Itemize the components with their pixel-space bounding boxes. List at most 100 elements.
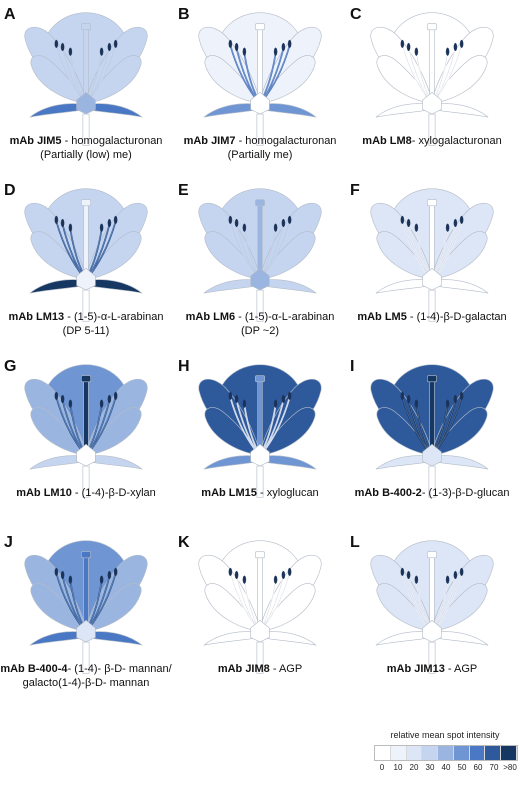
antibody-name: mAb JIM13 [386, 663, 445, 675]
panel-letter: D [4, 182, 16, 199]
anther [281, 394, 286, 404]
stamen-outline [262, 397, 290, 453]
anther [107, 570, 112, 580]
right-sepal [431, 455, 489, 470]
anther [242, 47, 247, 56]
epitope-description-line2: (Partially me) [227, 149, 293, 161]
anther [406, 42, 411, 52]
panel-letter: G [4, 358, 17, 375]
stamen-outline [88, 397, 116, 453]
stamen-outline [88, 573, 116, 629]
flower-diagram [198, 540, 322, 674]
pistil-style [83, 555, 89, 629]
antibody-name: mAb LM13 [8, 311, 65, 323]
epitope-description: - AGP [444, 663, 478, 675]
epitope-description: - (1-4)-β-D-xylan [71, 487, 156, 499]
panel-caption: mAb LM10 - (1-4)-β-D-xylan [0, 486, 172, 500]
anther [99, 399, 104, 408]
right-sepal [259, 455, 317, 470]
flower-diagram [24, 188, 148, 322]
flower-wrap [194, 184, 325, 332]
legend-tick: 0 [379, 763, 385, 772]
right-sepal [85, 631, 143, 646]
flower-diagram [198, 364, 322, 498]
anther [453, 394, 458, 404]
stigma [81, 23, 91, 31]
pistil-style [429, 555, 435, 629]
left-sepal [29, 455, 87, 470]
anther [113, 39, 118, 48]
legend-color-scale [374, 745, 518, 761]
anther [99, 47, 104, 56]
right-sepal [431, 103, 489, 118]
stamen-outline [56, 397, 84, 453]
anther [459, 39, 464, 48]
right-sepal [85, 279, 143, 294]
left-sepal [203, 455, 261, 470]
anther [406, 570, 411, 580]
anther [453, 218, 458, 228]
stamen-outline [434, 397, 462, 453]
epitope-description: - xylogalacturonan [411, 135, 502, 147]
legend-tick: >80 [503, 763, 517, 772]
flower-wrap [366, 8, 497, 156]
pedicel [428, 465, 436, 498]
left-sepal [29, 103, 87, 118]
panel-caption: mAb LM15 - xyloglucan [174, 486, 346, 500]
flower-diagram [198, 188, 322, 322]
anther [273, 47, 278, 56]
anther [228, 215, 233, 224]
stamen-outline [88, 221, 116, 277]
anther [281, 570, 286, 580]
left-sepal [375, 279, 433, 294]
legend-tick: 60 [473, 763, 483, 772]
stamen-outline [230, 45, 258, 101]
anther [400, 567, 405, 576]
anther [273, 399, 278, 408]
flower-wrap [20, 8, 151, 156]
legend-swatch [438, 746, 454, 760]
anther [287, 39, 292, 48]
anther [113, 215, 118, 224]
legend-tick: 20 [409, 763, 419, 772]
legend-swatch [485, 746, 502, 760]
anther [228, 391, 233, 400]
pedicel [428, 641, 436, 674]
anther [113, 391, 118, 400]
anther [273, 575, 278, 584]
anther [54, 39, 59, 48]
panel-letter: K [178, 534, 190, 551]
flower-wrap [20, 360, 151, 508]
anther [234, 394, 239, 404]
right-sepal [85, 455, 143, 470]
panel-caption: mAb LM13 - (1-5)-α-L-arabinan(DP 5-11) [0, 310, 172, 338]
anther [281, 218, 286, 228]
epitope-description-line2: galacto(1-4)-β-D- mannan [22, 677, 150, 689]
left-sepal [203, 631, 261, 646]
legend-swatch [375, 746, 391, 760]
pistil-style [83, 379, 89, 453]
anther [453, 42, 458, 52]
flower-diagram [198, 12, 322, 146]
flower-wrap [194, 8, 325, 156]
flower-diagram [24, 364, 148, 498]
anther [242, 223, 247, 232]
epitope-description: - (1-3)-β-D-glucan [421, 487, 510, 499]
anther [445, 575, 450, 584]
stamen-outline [402, 573, 430, 629]
pistil-style [257, 27, 263, 101]
stamen-outline [402, 45, 430, 101]
epitope-description: - homogalacturonan [61, 135, 163, 147]
panel-letter: I [350, 358, 355, 375]
antibody-name: mAb JIM8 [217, 663, 270, 675]
panel-caption: mAb JIM5 - homogalacturonan(Partially (l… [0, 134, 172, 162]
anther [234, 570, 239, 580]
